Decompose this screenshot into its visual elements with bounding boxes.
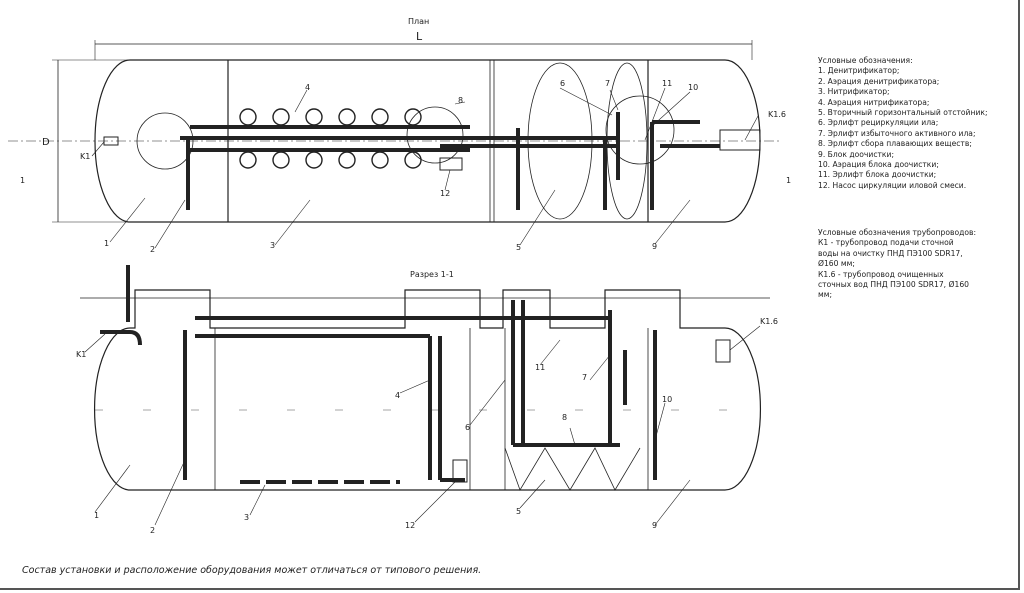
section-view: Разрез 1-1 — [76, 265, 778, 535]
section-callout-4: 4 — [395, 391, 400, 400]
plan-pipe-out-label: K1.6 — [768, 110, 786, 119]
section-mark-right: 1 — [786, 176, 791, 185]
legend-item: 7. Эрлифт избыточного активного ила; — [818, 128, 976, 138]
legend-item: 5. Вторичный горизонтальный отстойник; — [818, 108, 988, 118]
length-label: L — [416, 30, 423, 43]
legend-item: 3. Нитрификатор; — [818, 87, 890, 97]
pipe-legend-line: Ø160 мм; — [818, 259, 855, 269]
pipe-legend: Условные обозначения трубопроводов: К1 -… — [818, 228, 976, 301]
plan-callout-1: 1 — [104, 239, 109, 248]
plan-callout-2: 2 — [150, 245, 155, 254]
plan-callout-12: 12 — [440, 189, 450, 198]
plan-callout-10: 10 — [688, 83, 698, 92]
section-mark-left: 1 — [20, 176, 25, 185]
section-callout-8: 8 — [562, 413, 567, 422]
section-pipe-out-label: K1.6 — [760, 317, 778, 326]
legend-item: 12. Насос циркуляции иловой смеси. — [818, 180, 967, 190]
plan-callout-11: 11 — [662, 79, 672, 88]
plan-callout-7: 7 — [605, 79, 610, 88]
section-callout-7: 7 — [582, 373, 587, 382]
section-callout-3: 3 — [244, 513, 249, 522]
pipe-legend-line: мм; — [818, 290, 833, 300]
section-callout-2: 2 — [150, 526, 155, 535]
plan-callout-4: 4 — [305, 83, 310, 92]
legend-item: 9. Блок доочистки; — [818, 149, 895, 159]
section-pipe-in-label: K1 — [76, 350, 86, 359]
pipe-legend-line: К1 - трубопровод подачи сточной — [818, 238, 954, 248]
pipe-legend-line: сточных вод ПНД ПЭ100 SDR17, Ø160 — [818, 280, 969, 290]
pipe-legend-line: К1.6 - трубопровод очищенных — [818, 269, 944, 279]
pipe-legend-title: Условные обозначения трубопроводов: — [818, 228, 977, 237]
legend-item: 11. Эрлифт блока доочистки; — [818, 170, 937, 180]
plan-callout-9: 9 — [652, 242, 657, 251]
plan-title: План — [408, 17, 429, 26]
footnote: Состав установки и расположение оборудов… — [22, 565, 482, 576]
section-callout-11: 11 — [535, 363, 545, 372]
equipment-legend: Условные обозначения: 1. Денитрификатор;… — [818, 56, 988, 191]
legend-item: 10. Аэрация блока доочистки; — [818, 160, 939, 170]
plan-pipe-in-label: K1 — [80, 152, 90, 161]
plan-callout-6: 6 — [560, 79, 565, 88]
plan-callout-3: 3 — [270, 241, 275, 250]
pipe-legend-line: воды на очистку ПНД ПЭ100 SDR17, — [818, 248, 963, 258]
section-title: Разрез 1-1 — [410, 270, 454, 279]
section-callout-6: 6 — [465, 423, 470, 432]
legend-item: 1. Денитрификатор; — [818, 66, 900, 76]
section-callout-12: 12 — [405, 521, 415, 530]
legend-item: 2. Аэрация денитрификатора; — [818, 76, 940, 86]
plan-callout-8: 8 — [458, 96, 463, 105]
legend-title: Условные обозначения: — [818, 56, 913, 65]
section-callout-1: 1 — [94, 511, 99, 520]
legend-item: 6. Эрлифт рециркуляции ила; — [818, 118, 939, 128]
legend-item: 4. Аэрация нитрификатора; — [818, 97, 930, 107]
section-callout-10: 10 — [662, 395, 672, 404]
plan-view: План L D — [8, 17, 791, 254]
plan-callout-5: 5 — [516, 243, 521, 252]
diameter-label: D — [42, 137, 50, 148]
section-callout-5: 5 — [516, 507, 521, 516]
legend-item: 8. Эрлифт сбора плавающих веществ; — [818, 139, 972, 149]
section-callout-9: 9 — [652, 521, 657, 530]
